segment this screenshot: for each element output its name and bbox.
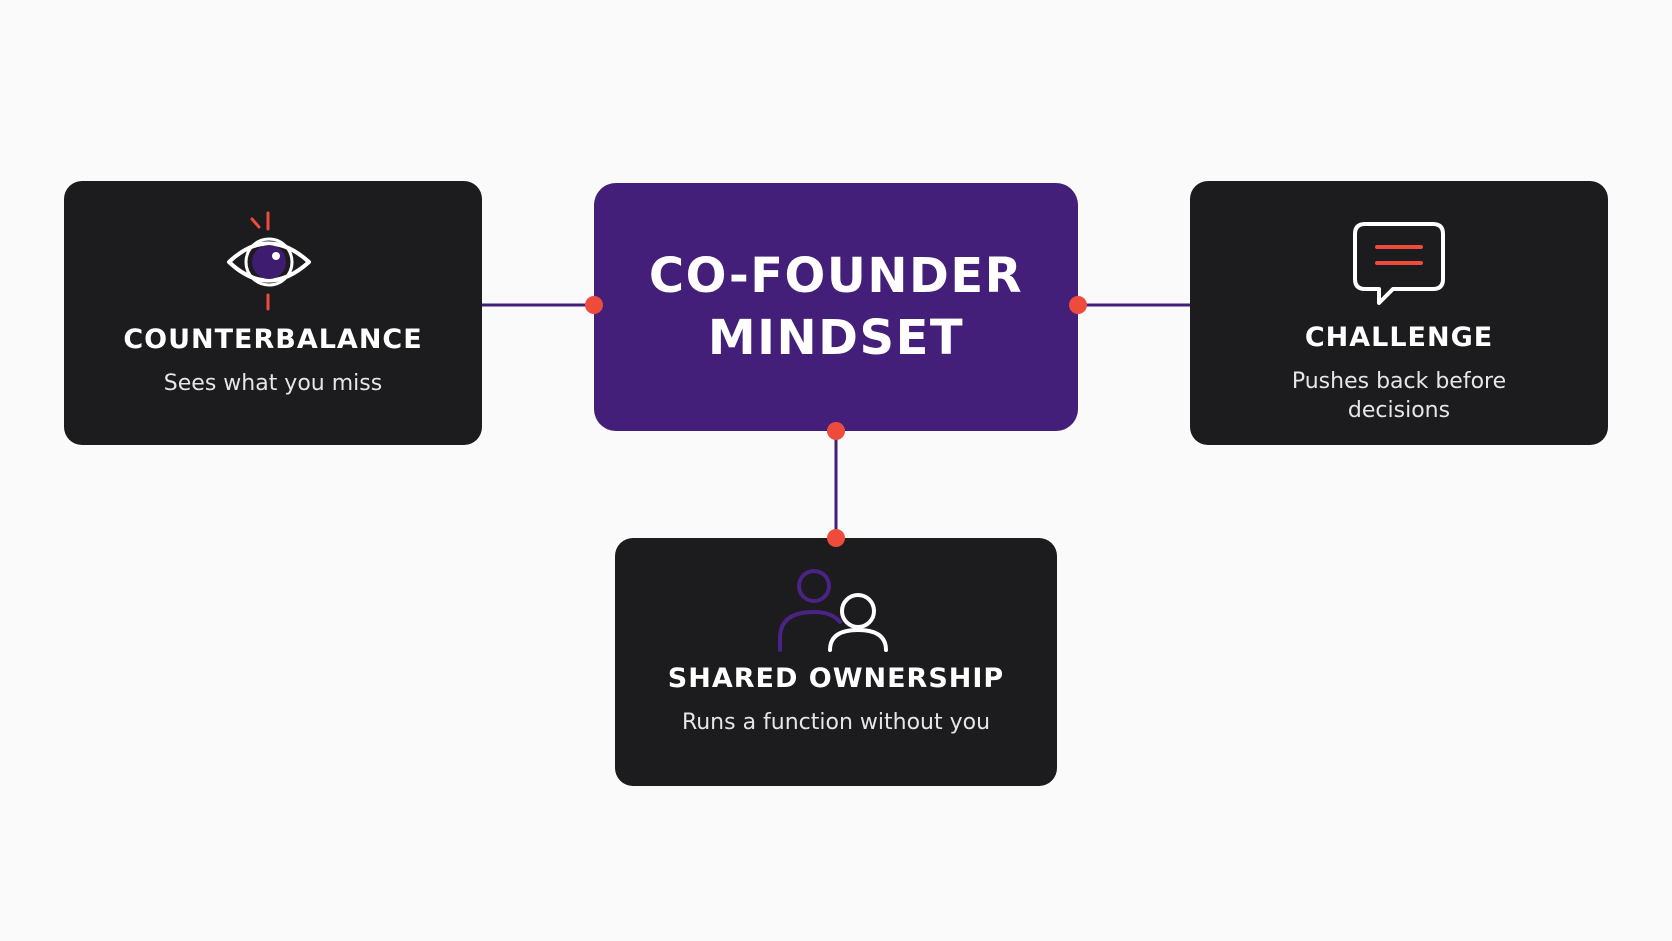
node-subtitle: Sees what you miss	[163, 371, 383, 396]
central-node: CO-FOUNDER MINDSET	[594, 183, 1078, 431]
node-subtitle: Pushes back before decisions	[1291, 369, 1507, 423]
node-counterbalance: COUNTERBALANCE Sees what you miss	[64, 181, 482, 445]
eye-icon	[223, 207, 323, 317]
connector-dot	[585, 296, 603, 314]
node-title: SHARED OWNERSHIP	[667, 663, 1005, 694]
node-title: COUNTERBALANCE	[123, 324, 423, 355]
users-icon	[774, 568, 898, 656]
node-title: CHALLENGE	[1304, 322, 1494, 353]
center-title-line-1: CO-FOUNDER	[648, 248, 1024, 304]
center-title-line-2: MINDSET	[707, 310, 965, 366]
connector-dot	[1069, 296, 1087, 314]
connector-dot	[827, 529, 845, 547]
node-shared-ownership: SHARED OWNERSHIP Runs a function without…	[615, 538, 1057, 786]
node-subtitle: Runs a function without you	[681, 710, 991, 735]
chat-bubble-icon	[1351, 221, 1447, 311]
node-challenge: CHALLENGE Pushes back before decisions	[1190, 181, 1608, 445]
connector-dot	[827, 422, 845, 440]
